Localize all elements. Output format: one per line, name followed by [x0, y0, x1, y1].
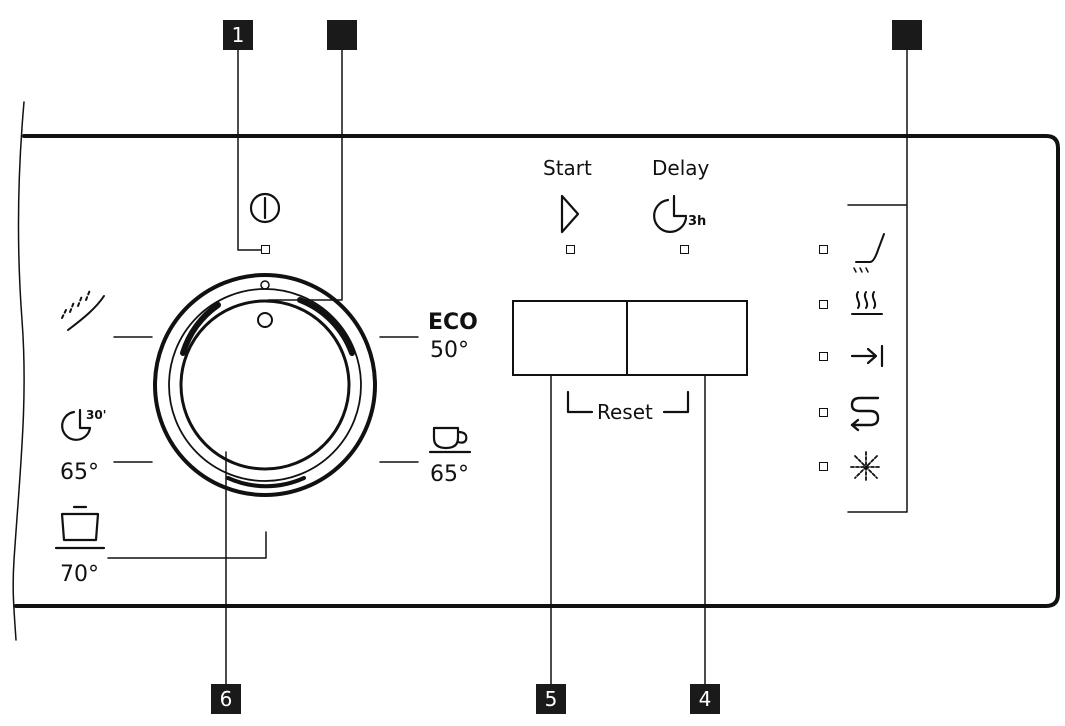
water-tap-icon — [853, 233, 885, 273]
steam-icon — [851, 291, 883, 315]
start-button[interactable] — [512, 300, 628, 376]
panel-left-edge — [12, 101, 25, 641]
intensive-temp-label: 70° — [60, 562, 99, 587]
callout-6: 6 — [211, 684, 241, 714]
reset-label: Reset — [597, 400, 653, 424]
delay-button[interactable] — [626, 300, 748, 376]
program-dial[interactable] — [153, 273, 377, 497]
end-led — [819, 352, 828, 361]
start-led — [566, 245, 575, 254]
dry-led — [819, 300, 828, 309]
callout-3 — [892, 20, 922, 50]
reset-bracket — [566, 390, 690, 414]
start-label: Start — [543, 156, 592, 180]
timer-30-icon — [61, 408, 92, 441]
play-icon — [560, 194, 580, 234]
tick-intensive — [107, 531, 267, 559]
panel-outline — [14, 134, 1060, 608]
callout-5: 5 — [536, 684, 566, 714]
power-icon — [249, 192, 281, 224]
quick-temp-label: 65° — [60, 460, 99, 485]
rinse-aid-icon — [850, 451, 882, 483]
eco-temp-label: 50° — [430, 338, 469, 363]
prerinse-icon — [61, 289, 105, 331]
rinse-aid-led — [819, 462, 828, 471]
delay-hours-label: 3h — [688, 214, 707, 229]
glass-temp-label: 65° — [430, 462, 469, 487]
callout-2 — [327, 20, 357, 50]
delay-label: Delay — [652, 156, 710, 180]
callout-4: 4 — [690, 684, 720, 714]
delay-led — [680, 245, 689, 254]
eco-label: ECO — [428, 310, 478, 335]
salt-refill-icon — [850, 396, 880, 432]
water-supply-led — [819, 245, 828, 254]
power-led — [261, 245, 270, 254]
leader-line-2 — [267, 49, 343, 301]
leader-line-1 — [237, 49, 263, 251]
salt-led — [819, 408, 828, 417]
dial-marker — [257, 312, 273, 328]
pot-icon — [54, 505, 106, 550]
end-arrow-icon — [850, 344, 884, 368]
leader-line-3 — [847, 49, 908, 513]
callout-1: 1 — [223, 20, 253, 50]
delay-timer-icon — [653, 194, 688, 233]
quick-time-label: 30' — [86, 408, 107, 422]
cup-icon — [428, 426, 472, 454]
